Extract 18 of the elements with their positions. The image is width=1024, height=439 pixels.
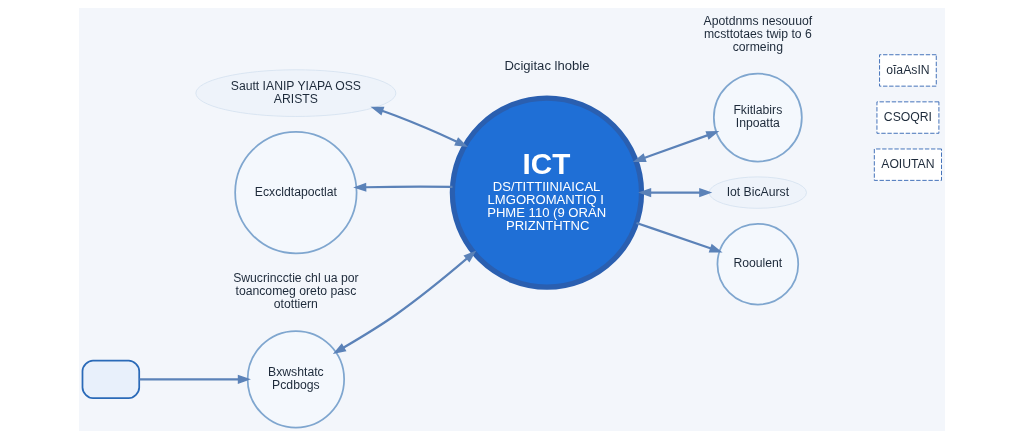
label: Dcigitac lhoble [504, 58, 590, 74]
node-box: oĭaAsIN [879, 54, 937, 87]
arrow [139, 374, 251, 384]
node-circle: Ecxcldtapoctlat [234, 131, 358, 255]
arrow [353, 182, 453, 192]
arrow [638, 188, 713, 198]
arrow [632, 131, 720, 163]
node-circle: Rooulent [716, 222, 800, 306]
arrow [636, 221, 723, 253]
arrow [332, 250, 477, 354]
node-label: Swucrincctie chl ua por toancomeg oreto pasc otottiern [233, 271, 359, 312]
node-box [81, 359, 141, 399]
node-circle: Fkitlabirs Inpoatta [712, 72, 803, 163]
node-box: CSOQRI [876, 101, 940, 134]
node-label: Apotdnms nesouuof mcsttotaes twip to 6 cormeing [703, 13, 813, 54]
arrow [370, 106, 469, 147]
node-box: AOIUTAN [873, 148, 942, 181]
node-ellipse: Iot BicAurst [708, 176, 807, 209]
